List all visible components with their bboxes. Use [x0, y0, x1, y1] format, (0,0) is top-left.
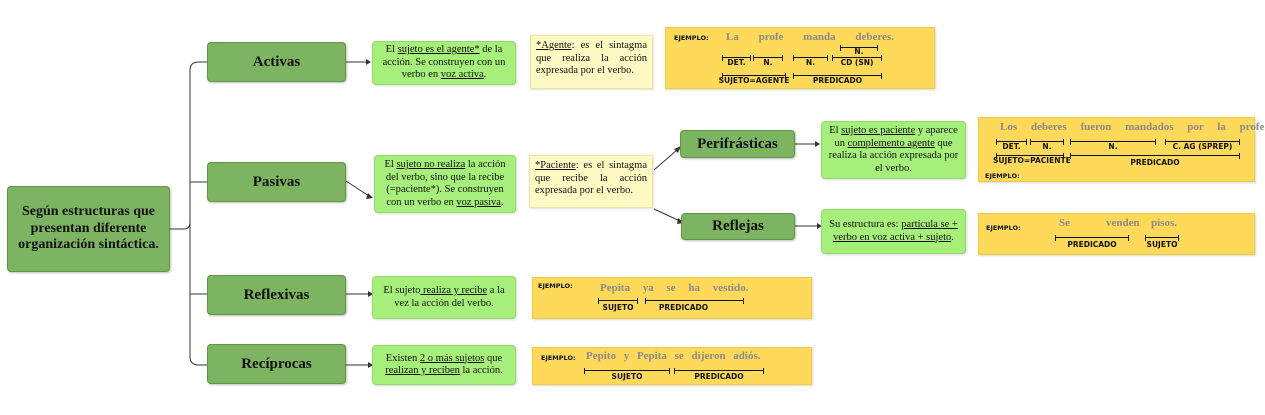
reflejas-desc: Su estructura es: partícula se + verbo e…: [821, 209, 966, 254]
activas-node: Activas: [207, 42, 346, 82]
example-label: EJEMPLO:: [674, 34, 709, 42]
activas-example: EJEMPLO: La profe manda deberes. N. DET.…: [665, 27, 935, 89]
pasivas-title: Pasivas: [252, 173, 301, 190]
reflexivas-title: Reflexivas: [243, 286, 310, 303]
reciprocas-title: Recíprocas: [241, 355, 312, 372]
pasivas-node: Pasivas: [207, 162, 346, 202]
reciprocas-node: Recíprocas: [207, 344, 346, 384]
agente-note: *Agente: es el sintagma que realiza la a…: [530, 35, 653, 89]
example-sentence: La profe manda deberes.: [726, 31, 894, 43]
example-sentence: Los deberes fueron mandados por la profe…: [1000, 121, 1265, 133]
reflexivas-desc: El sujeto realiza y recibe a la vez la a…: [372, 276, 516, 319]
perifrasticas-desc: El sujeto es paciente y aparece un compl…: [821, 121, 966, 179]
reciprocas-desc: Existen 2 o más sujetos que realizan y r…: [372, 345, 516, 385]
root-node: Según estructuras que presentan diferent…: [7, 186, 170, 272]
reflejas-node: Reflejas: [681, 213, 795, 240]
example-label: EJEMPLO:: [541, 354, 576, 362]
activas-title: Activas: [252, 53, 301, 70]
example-label: EJEMPLO:: [986, 224, 1021, 232]
reflexivas-node: Reflexivas: [207, 275, 346, 315]
example-sentence: Pepita ya se ha vestido.: [600, 282, 749, 294]
reflejas-title: Reflejas: [712, 218, 764, 234]
example-label: EJEMPLO:: [985, 172, 1020, 180]
root-label: Según estructuras que presentan diferent…: [18, 204, 159, 253]
reciprocas-example: EJEMPLO: Pepito y Pepita se dijeron adió…: [532, 347, 812, 385]
paciente-note: *Paciente: es el sintagma que recibe la …: [529, 155, 653, 208]
perifrasticas-title: Perifrásticas: [697, 135, 778, 152]
example-sentence: Pepito y Pepita se dijeron adiós.: [586, 350, 761, 362]
pasivas-desc: El sujeto no realiza la acción del verbo…: [374, 155, 516, 213]
activas-desc: El sujeto es el agente* de la acción. Se…: [372, 41, 516, 85]
reflejas-example: EJEMPLO: Se venden pisos. PREDICADO SUJE…: [978, 213, 1255, 255]
perifrasticas-node: Perifrásticas: [680, 130, 795, 158]
perifrasticas-example: Los deberes fueron mandados por la profe…: [978, 117, 1265, 182]
reflexivas-example: EJEMPLO: Pepita ya se ha vestido. SUJETO…: [532, 277, 812, 319]
example-label: EJEMPLO:: [538, 282, 573, 290]
